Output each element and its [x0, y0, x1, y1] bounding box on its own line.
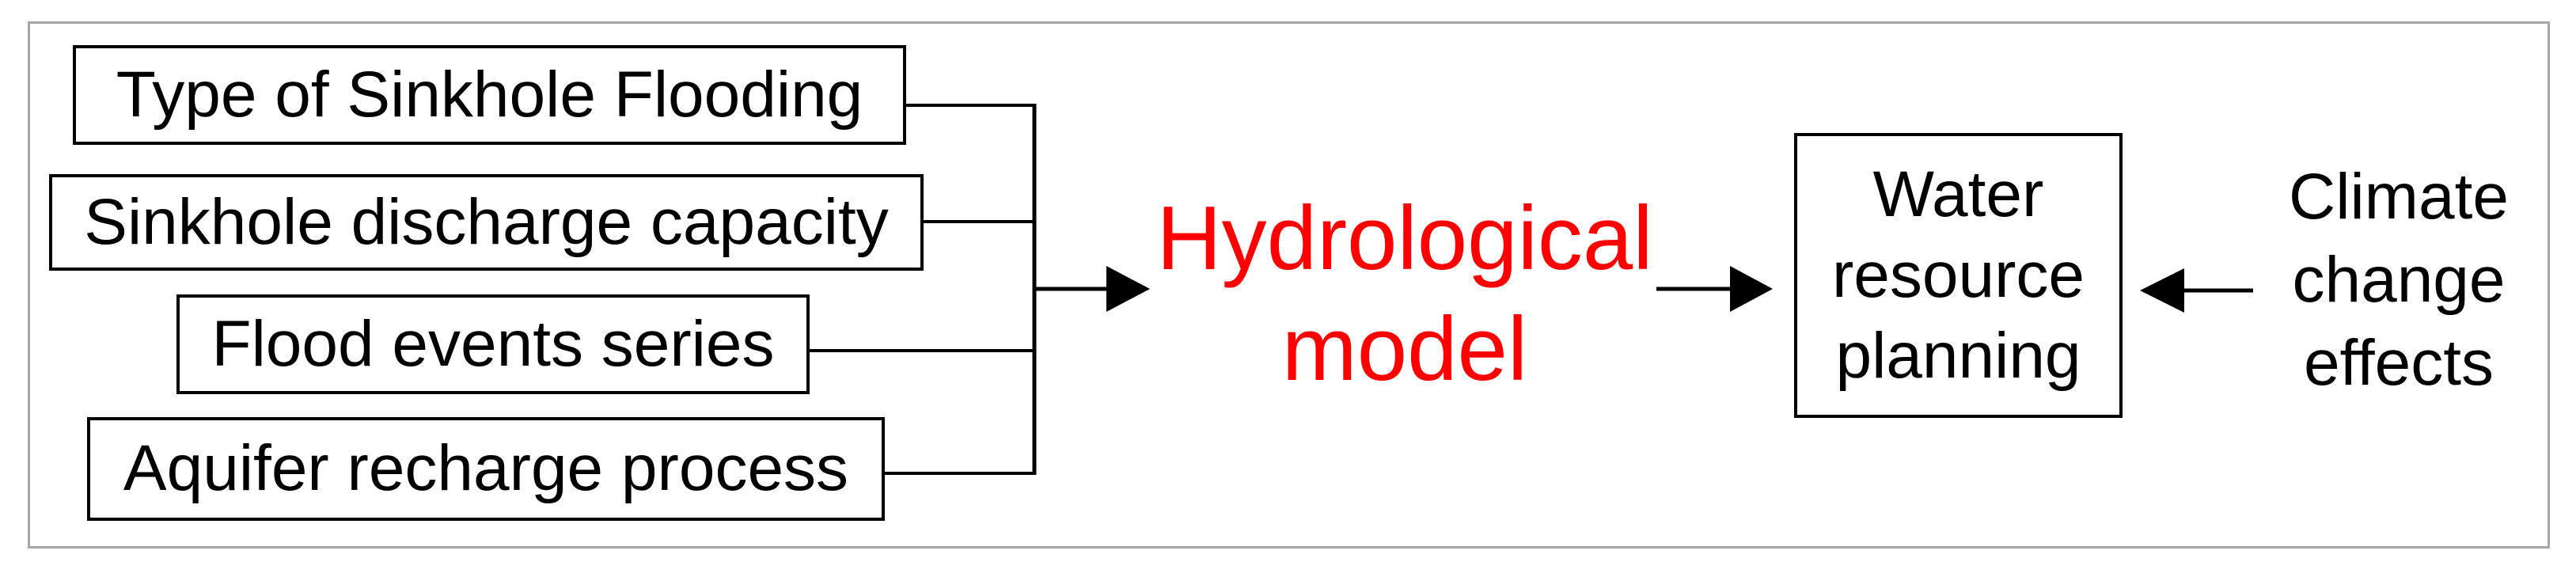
- input-box-flood-events-series: Flood events series: [176, 294, 810, 394]
- input-box-label: Sinkhole discharge capacity: [84, 185, 889, 258]
- input-box-label: Flood events series: [211, 307, 775, 380]
- water-resource-planning-box: Water resource planning: [1794, 133, 2123, 418]
- input-box-type-of-sinkhole-flooding: Type of Sinkhole Flooding: [73, 45, 906, 145]
- input-box-aquifer-recharge-process: Aquifer recharge process: [87, 417, 885, 521]
- input-box-label: Aquifer recharge process: [123, 432, 849, 505]
- climate-arrow-head: [2140, 268, 2184, 313]
- arrow-to-model-head: [1106, 266, 1150, 312]
- hydrological-model-label: Hydrological model: [1156, 188, 1653, 400]
- input-box-sinkhole-discharge-capacity: Sinkhole discharge capacity: [49, 174, 924, 271]
- climate-change-effects-label: Climate change effects: [2289, 161, 2509, 399]
- arrow-to-planning-head: [1730, 266, 1773, 312]
- input-box-label: Type of Sinkhole Flooding: [116, 58, 863, 131]
- water-resource-planning-label: Water resource planning: [1831, 158, 2085, 392]
